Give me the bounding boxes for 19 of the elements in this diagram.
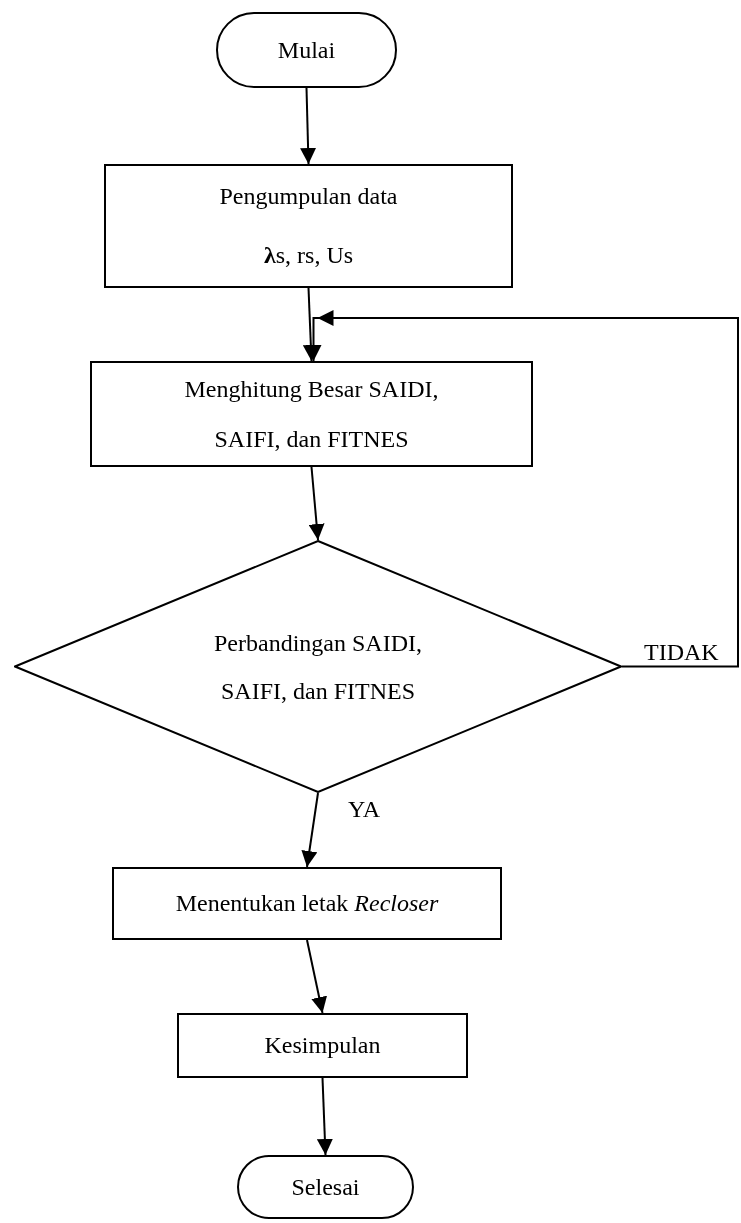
node-text: Perbandingan SAIDI, SAIFI, dan FITNES	[213, 628, 423, 706]
arrow	[305, 310, 739, 668]
node-text: Pengumpulan data	[219, 182, 398, 211]
node-text: Selesai	[291, 1172, 360, 1202]
arrow	[300, 87, 317, 165]
node-text: Kesimpulan	[264, 1031, 381, 1060]
node-text: Menghitung Besar SAIDI, SAIFI, dan FITNES	[183, 374, 440, 454]
arrow	[301, 792, 319, 868]
node-text: Mulai	[277, 35, 336, 65]
arrow	[308, 466, 325, 541]
process-box	[112, 867, 502, 940]
process-box	[104, 164, 513, 288]
arrow	[306, 939, 327, 1014]
arrow	[316, 1077, 333, 1156]
process-box	[90, 361, 533, 467]
node-text: λs, rs, Us	[263, 241, 354, 270]
terminator-box	[237, 1155, 414, 1219]
process-box	[177, 1013, 468, 1078]
node-text: Menentukan letak Recloser	[175, 889, 439, 918]
